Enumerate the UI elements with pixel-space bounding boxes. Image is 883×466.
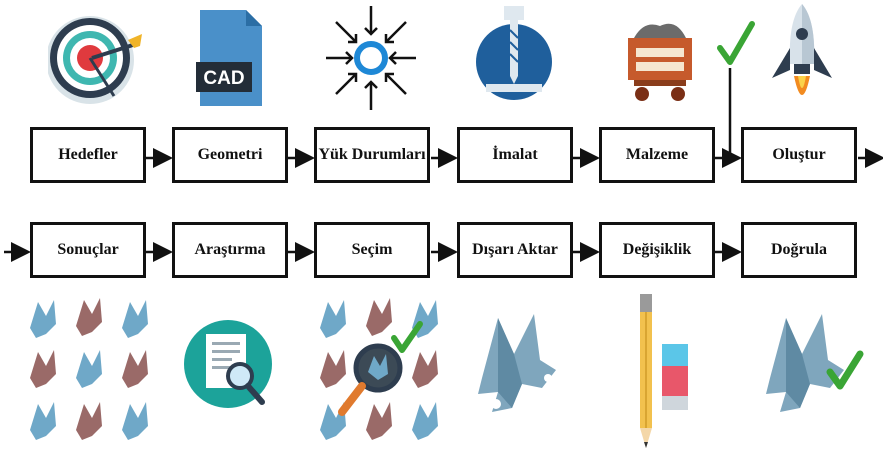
rocket-icon [772,4,832,95]
step-dogrula: Doğrula [741,222,857,278]
step-arastirma: Araştırma [172,222,288,278]
step-secim: Seçim [314,222,430,278]
step-sonuclar: Sonuçlar [30,222,146,278]
step-yuk-durumlari: Yük Durumları [314,127,430,183]
exported-part-icon [478,314,556,412]
pencil-eraser-icon [640,294,688,448]
drill-icon [476,6,552,100]
check-icon [717,21,755,65]
research-icon [184,320,272,408]
load-cases-icon [326,6,416,110]
step-disari-aktar: Dışarı Aktar [457,222,573,278]
material-cart-icon [628,23,692,101]
step-imalat: İmalat [457,127,573,183]
target-icon [48,16,142,104]
step-hedefler: Hedefler [30,127,146,183]
step-degisiklik: Değişiklik [599,222,715,278]
step-geometri: Geometri [172,127,288,183]
results-parts-icon [30,298,148,440]
cad-file-icon: CAD [196,10,262,106]
selection-parts-icon [320,298,438,440]
verified-part-icon [766,314,864,412]
cad-label: CAD [203,68,244,89]
step-olustur: Oluştur [741,127,857,183]
step-malzeme: Malzeme [599,127,715,183]
